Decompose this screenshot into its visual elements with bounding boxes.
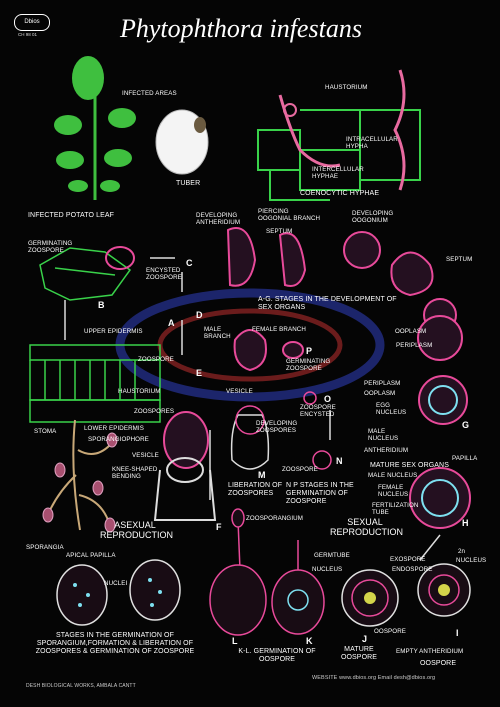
label-germinating-zoospore-mid: GERMINATING ZOOSPORE xyxy=(286,358,331,372)
label-zoospore-encysted: ZOOSPORE ENCYSTED xyxy=(300,404,336,418)
letter-b: B xyxy=(98,300,105,310)
footer-contact: WEBSITE www.dbios.org Email desh@dbios.o… xyxy=(312,675,436,681)
letter-c: C xyxy=(186,258,193,268)
label-zoospores: ZOOSPORES xyxy=(134,408,175,415)
label-sporangiophore: SPORANGIOPHORE xyxy=(88,436,149,443)
label-apical-papilla: APICAL PAPILLA xyxy=(66,552,116,559)
label-nucleus-2: NUCLEUS xyxy=(456,557,487,564)
label-oospore: OOSPORE xyxy=(374,628,406,635)
label-intracellular: INTRACELLULAR HYPHA xyxy=(346,136,398,150)
label-sex-organ-stages: A-G. STAGES IN THE DEVELOPMENT OF SEX OR… xyxy=(258,296,397,311)
label-piercing-branch: PIERCING OOGONIAL BRANCH xyxy=(258,208,321,222)
leaf-section-icon xyxy=(29,344,161,423)
letter-j: J xyxy=(362,634,368,644)
potato-leaf-icon xyxy=(54,56,136,200)
letter-o: O xyxy=(324,394,332,404)
label-septum-top: SEPTUM xyxy=(266,228,293,235)
label-ooplasm: OOPLASM xyxy=(395,328,427,335)
label-egg-nucleus: EGG NUCLEUS xyxy=(376,402,407,416)
label-knee-bending: KNEE-SHAPED BENDING xyxy=(112,466,158,480)
label-nuclei: NUCLEI xyxy=(104,580,128,587)
label-exospore: EXOSPORE xyxy=(390,556,426,563)
label-germination-caption: STAGES IN THE GERMINATION OF SPORANGIUM,… xyxy=(35,632,195,655)
letter-n: N xyxy=(336,456,343,466)
label-male-branch: MALE BRANCH xyxy=(204,326,231,340)
label-developing-oogonium: DEVELOPING OOGONIUM xyxy=(352,210,394,224)
leaf-cells-icon xyxy=(39,246,135,301)
label-asexual-reproduction: ASEXUAL REPRODUCTION xyxy=(100,520,174,540)
label-liberation: LIBERATION OF ZOOSPORES xyxy=(228,482,283,497)
label-haustorium-left: HAUSTORIUM xyxy=(118,388,161,395)
label-np-caption: N P STAGES IN THE GERMINATION OF ZOOSPOR… xyxy=(286,482,354,505)
label-infected-areas: INFECTED AREAS xyxy=(122,90,177,97)
label-sporangia: SPORANGIA xyxy=(26,544,64,551)
label-infected-leaf: INFECTED POTATO LEAF xyxy=(28,212,115,219)
sporangiophore-icon xyxy=(42,419,118,533)
label-vesicle-left: VESICLE xyxy=(132,452,159,459)
label-developing-zoospores: DEVELOPING ZOOSPORES xyxy=(256,420,298,434)
letter-g: G xyxy=(462,420,470,430)
label-encysted-zoospore: ENCYSTED ZOOSPORE xyxy=(146,267,182,281)
letter-a: A xyxy=(168,318,175,328)
label-zoosporangium: ZOOSPORANGIUM xyxy=(246,515,303,522)
label-developing-antheridium: DEVELOPING ANTHERIDIUM xyxy=(196,212,241,226)
page-title: Phytophthora infestans xyxy=(120,14,362,43)
label-antheridium: ANTHERIDIUM xyxy=(364,447,409,454)
letter-l: L xyxy=(232,636,238,646)
label-female-nucleus: FEMALE NUCLEUS xyxy=(378,484,409,498)
vesicle-icon xyxy=(230,391,332,470)
brand-logo: Dbios xyxy=(14,14,50,31)
letter-d: D xyxy=(196,310,203,320)
letter-h: H xyxy=(462,518,469,528)
footer-publisher: DESH BIOLOGICAL WORKS, AMBALA CANTT xyxy=(26,683,136,689)
label-vesicle-mid: VESICLE xyxy=(226,388,253,395)
label-lower-epidermis: LOWER EPIDERMIS xyxy=(84,425,144,432)
sporangium-icon xyxy=(153,411,217,521)
letter-p: P xyxy=(306,346,313,356)
label-ooplasm-2: OOPLASM xyxy=(364,390,396,397)
label-male-nucleus: MALE NUCLEUS xyxy=(368,428,399,442)
letter-f: F xyxy=(216,522,222,532)
label-mature-oospore: MATURE OOSPORE xyxy=(340,646,378,661)
letter-i: I xyxy=(456,628,459,638)
oospore-icon xyxy=(341,563,471,627)
chart-code: CH 98 01 xyxy=(18,32,38,37)
label-germtube: GERMTUBE xyxy=(314,552,350,559)
label-upper-epidermis: UPPER EPIDERMIS xyxy=(84,328,143,335)
label-septum-right: SEPTUM xyxy=(446,256,473,263)
label-zoospore-left: ZOOSPORE xyxy=(138,356,174,363)
label-female-branch: FEMALE BRANCH xyxy=(252,326,306,333)
label-periplasm: PERIPLASM xyxy=(396,342,433,349)
label-intercellular: INTERCELLULAR HYPHAE xyxy=(312,166,364,180)
label-sexual-reproduction: SEXUAL REPRODUCTION xyxy=(330,517,404,537)
label-periplasm-2: PERIPLASM xyxy=(364,380,401,387)
label-mature-sex-organs: MATURE SEX ORGANS xyxy=(370,462,449,469)
tuber-icon xyxy=(155,109,209,175)
label-stoma: STOMA xyxy=(34,428,57,435)
label-fertilization-tube: FERTILIZATION TUBE xyxy=(372,502,419,516)
label-coenocytic: COENOCYTIC HYPHAE xyxy=(300,190,380,197)
label-papilla: PAPILLA xyxy=(452,455,478,462)
label-kl-caption: K-L. GERMINATION OF OOSPORE xyxy=(238,648,316,663)
label-nucleus: NUCLEUS xyxy=(312,566,343,573)
letter-m: M xyxy=(258,470,266,480)
label-germinating-zoospore: GERMINATING ZOOSPORE xyxy=(28,240,73,254)
label-haustorium-top: HAUSTORIUM xyxy=(325,84,368,91)
label-2n: 2n xyxy=(458,548,466,555)
label-oospore-2: OOSPORE xyxy=(420,660,457,667)
label-male-nucleus-2: MALE NUCLEUS xyxy=(368,472,418,479)
label-endospore: ENDOSPORE xyxy=(392,566,433,573)
coenocytic-hyphae-icon xyxy=(257,69,421,201)
arrows xyxy=(64,257,441,561)
label-empty-antheridium: EMPTY ANTHERIDIUM xyxy=(396,648,464,655)
oospore-germination-icon xyxy=(209,508,325,636)
label-zoospore-mid: ZOOSPORE xyxy=(282,466,318,473)
letter-k: K xyxy=(306,636,313,646)
sporangia-germination-icon xyxy=(56,559,181,626)
label-tuber: TUBER xyxy=(176,180,201,187)
sex-organ-stages-icon xyxy=(226,227,471,529)
letter-e: E xyxy=(196,368,203,378)
